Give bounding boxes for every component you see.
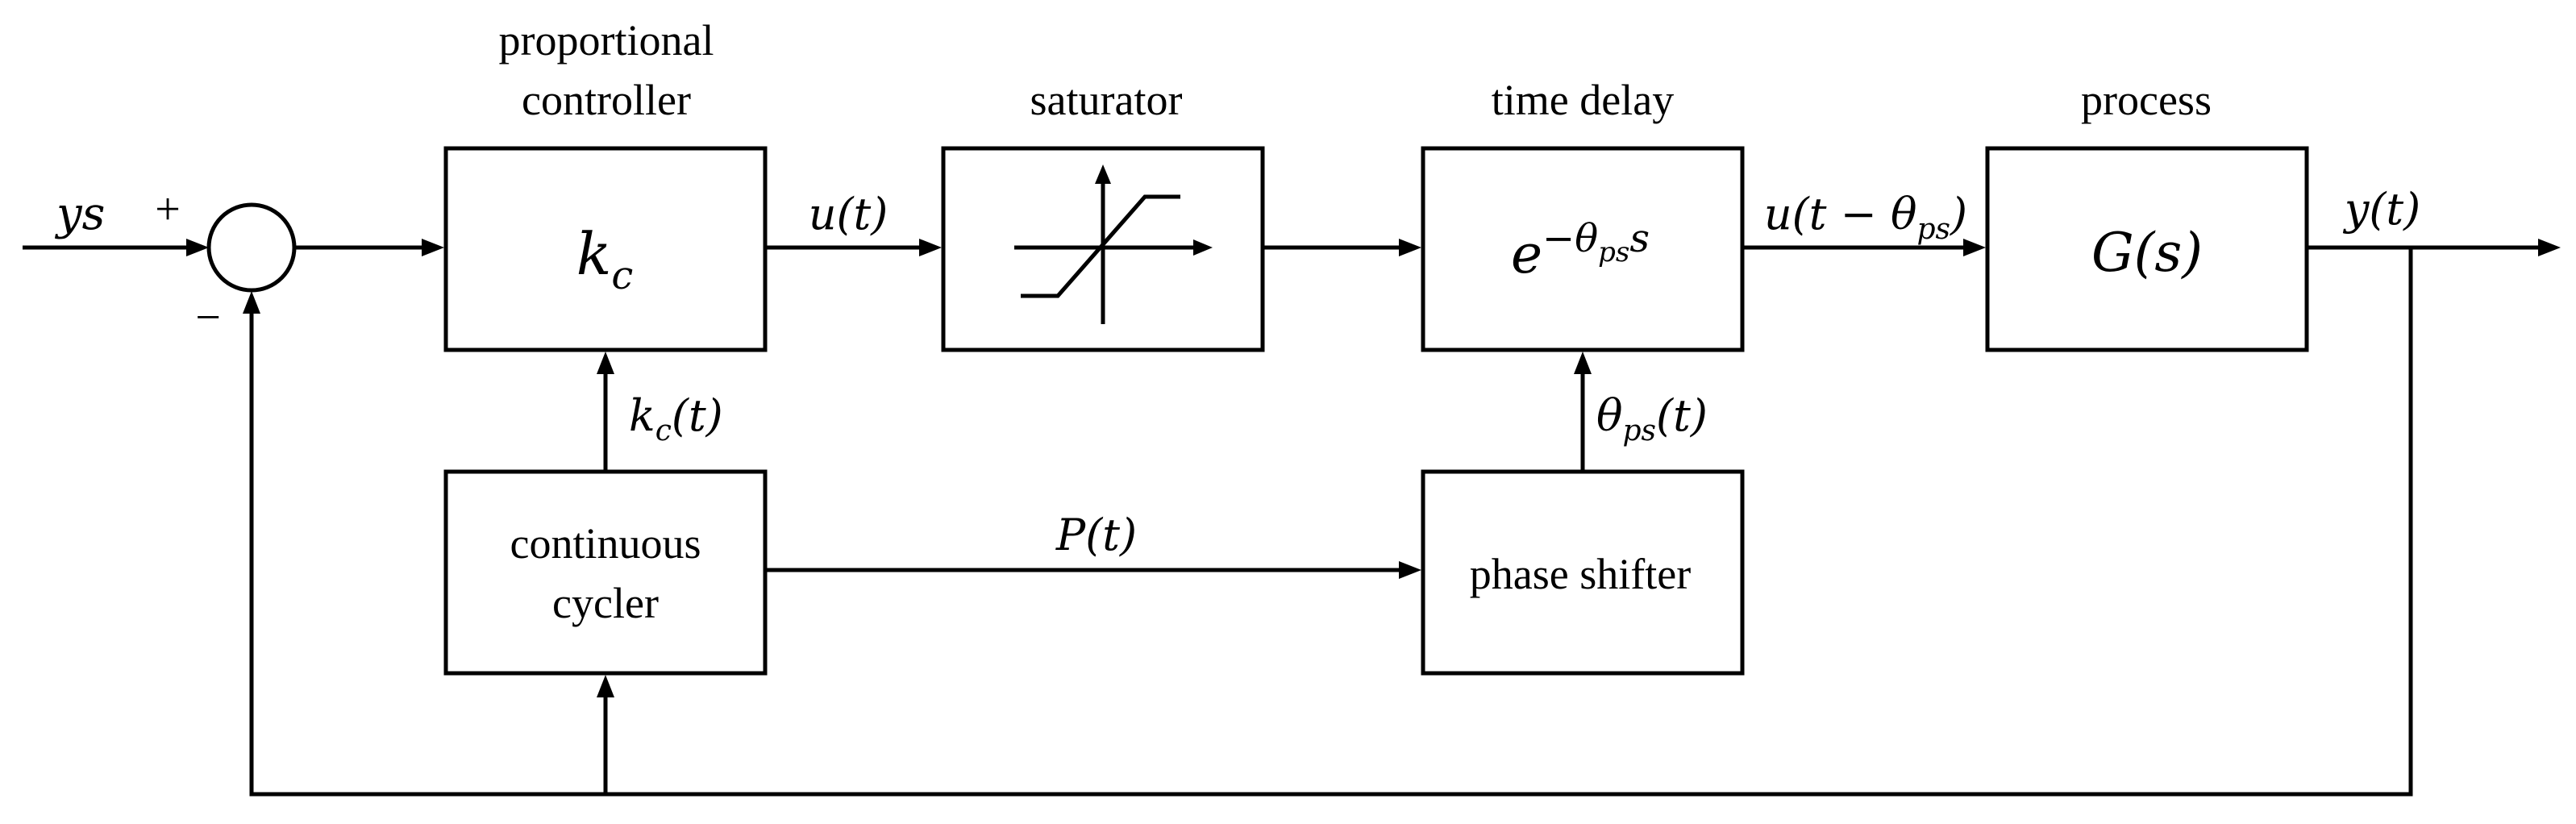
feedback-wire bbox=[249, 248, 2413, 797]
saturator-title: saturator bbox=[1030, 76, 1183, 124]
arrowhead bbox=[1399, 561, 1421, 579]
shifter-text: phase shifter bbox=[1470, 550, 1691, 598]
cycler-line2: cycler bbox=[552, 579, 659, 627]
summing-junction bbox=[206, 202, 297, 293]
arrowhead bbox=[1963, 239, 1986, 256]
arrowhead bbox=[597, 352, 614, 374]
setpoint-label: ys bbox=[54, 188, 105, 240]
process-block bbox=[1985, 146, 2309, 352]
arrowhead bbox=[2538, 239, 2561, 256]
arrowhead bbox=[597, 675, 614, 697]
arrowhead bbox=[243, 291, 260, 314]
controller-title-line1: proportional bbox=[499, 16, 714, 65]
process-title: process bbox=[2081, 76, 2212, 124]
saturation-icon bbox=[1014, 164, 1213, 324]
y-label: y(t) bbox=[2343, 184, 2420, 235]
plus-sign: + bbox=[155, 185, 181, 235]
arrowhead bbox=[1574, 352, 1592, 374]
minus-sign: − bbox=[195, 293, 221, 343]
theta-label: θps(t) bbox=[1596, 390, 1708, 447]
delay-title: time delay bbox=[1492, 76, 1674, 124]
shifter-block bbox=[1421, 469, 1745, 676]
period-label: P(t) bbox=[1055, 510, 1137, 560]
delay-transfer: e−θpss bbox=[1511, 216, 1650, 285]
kc-label: kc(t) bbox=[629, 390, 723, 447]
controller-gain: kc bbox=[576, 220, 634, 298]
process-transfer: G(s) bbox=[2091, 222, 2203, 284]
u-delayed-label: u(t − θps) bbox=[1764, 189, 1967, 246]
cycler-block bbox=[443, 469, 768, 676]
u-label: u(t) bbox=[809, 189, 888, 239]
arrowhead bbox=[919, 239, 942, 256]
controller-title-line2: controller bbox=[522, 76, 691, 124]
controller-block bbox=[443, 146, 768, 352]
arrowhead bbox=[1399, 239, 1421, 256]
arrowhead bbox=[422, 239, 444, 256]
cycler-line1: continuous bbox=[510, 519, 701, 568]
arrowhead bbox=[186, 239, 209, 256]
